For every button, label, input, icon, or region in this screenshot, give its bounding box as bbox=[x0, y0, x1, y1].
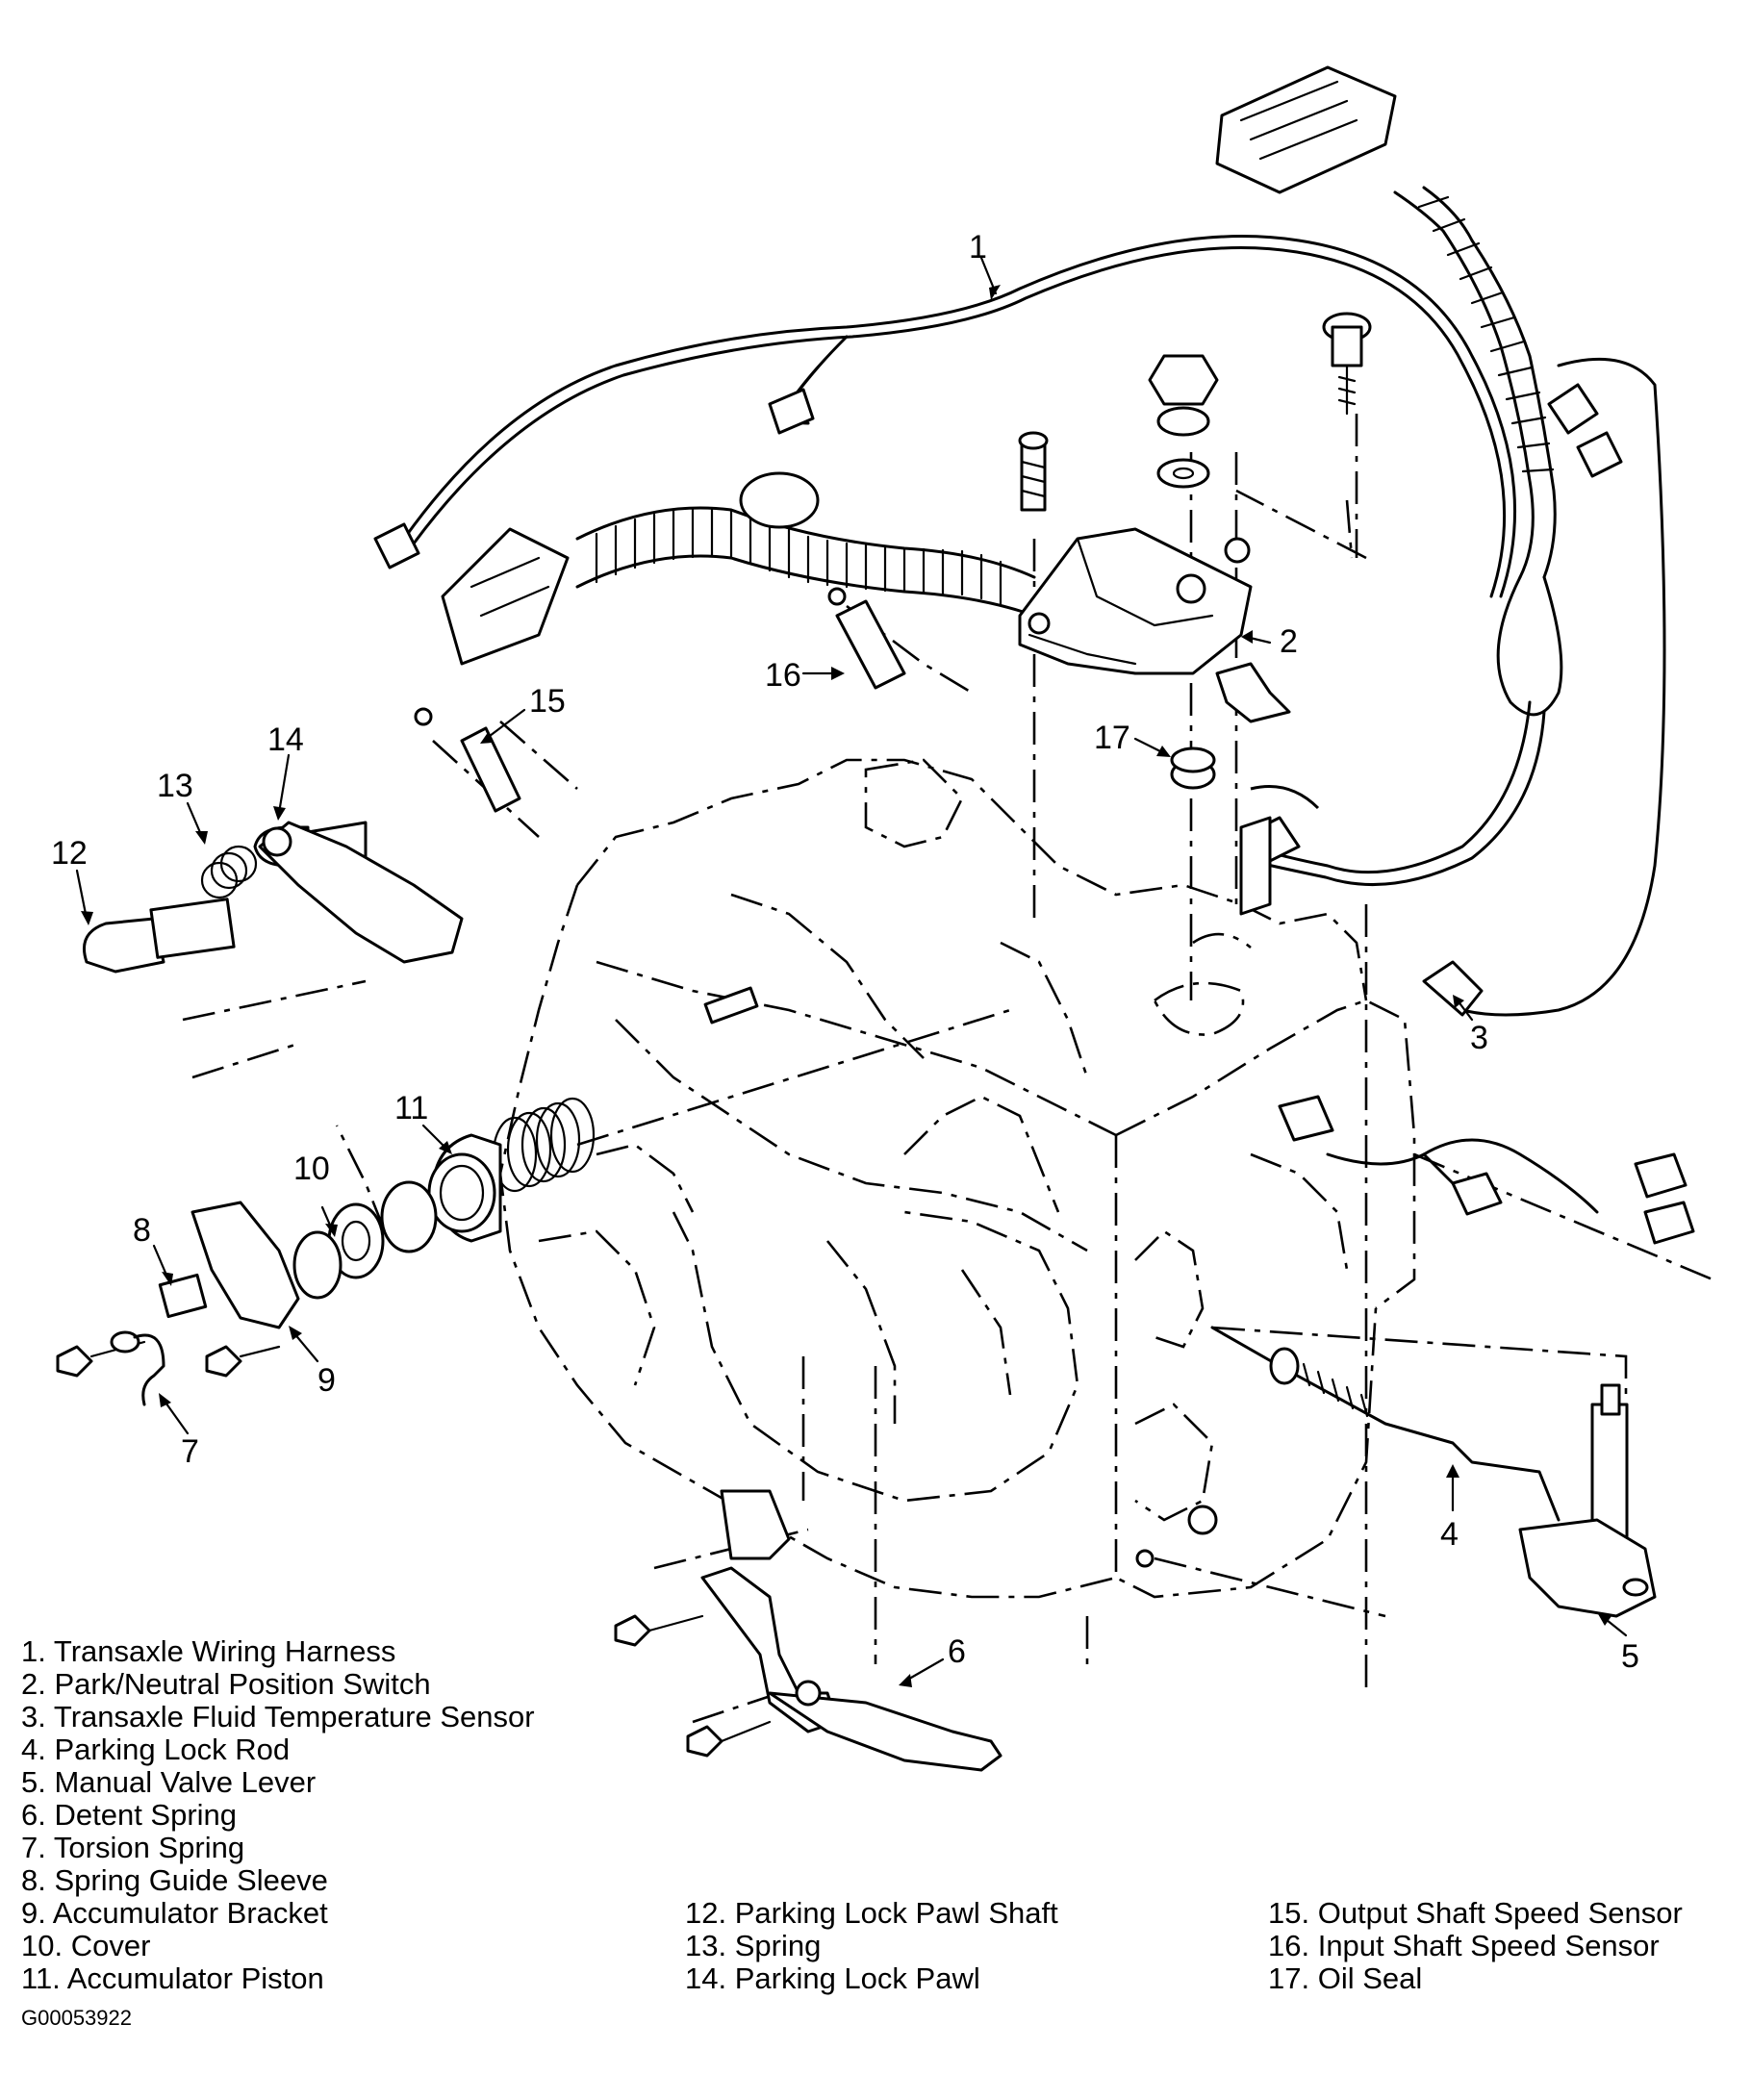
legend-item: 13. Spring bbox=[685, 1929, 822, 1962]
callout-2: 2 bbox=[1280, 623, 1298, 660]
callout-5: 5 bbox=[1621, 1638, 1639, 1675]
leader-lines bbox=[75, 256, 1628, 1687]
accumulator-group bbox=[56, 1097, 596, 1406]
legend-item: 17. Oil Seal bbox=[1268, 1961, 1423, 1995]
wiring-harness bbox=[373, 65, 1695, 1245]
callout-4: 4 bbox=[1440, 1516, 1459, 1553]
legend-item: 14. Parking Lock Pawl bbox=[685, 1961, 980, 1995]
legend-item: 8. Spring Guide Sleeve bbox=[21, 1863, 328, 1897]
legend-item: 7. Torsion Spring bbox=[21, 1831, 245, 1864]
callout-8: 8 bbox=[133, 1212, 151, 1249]
callout-11: 11 bbox=[394, 1090, 429, 1126]
detent-spring-group bbox=[614, 1489, 1002, 1772]
legend-item: 6. Detent Spring bbox=[21, 1798, 238, 1832]
legend-item: 1. Transaxle Wiring Harness bbox=[21, 1634, 396, 1668]
legend-item: 15. Output Shaft Speed Sensor bbox=[1268, 1896, 1683, 1930]
park-neutral-switch bbox=[414, 312, 1484, 1017]
legend-column-2: 12. Parking Lock Pawl Shaft 13. Spring 1… bbox=[685, 1897, 1058, 1995]
legend-column-3: 15. Output Shaft Speed Sensor 16. Input … bbox=[1268, 1897, 1683, 1995]
legend-item: 12. Parking Lock Pawl Shaft bbox=[685, 1896, 1058, 1930]
figure-id: G00053922 bbox=[21, 2006, 132, 2030]
legend-column-1: 1. Transaxle Wiring Harness 2. Park/Neut… bbox=[21, 1635, 535, 1995]
callout-10: 10 bbox=[293, 1151, 330, 1187]
callout-14: 14 bbox=[267, 721, 304, 758]
callout-1: 1 bbox=[969, 229, 987, 266]
parking-lock-rod-and-lever bbox=[1210, 1326, 1657, 1618]
callout-17: 17 bbox=[1094, 720, 1130, 756]
legend-item: 16. Input Shaft Speed Sensor bbox=[1268, 1929, 1660, 1962]
callout-6: 6 bbox=[948, 1633, 966, 1670]
legend-item: 10. Cover bbox=[21, 1929, 151, 1962]
callout-7: 7 bbox=[181, 1433, 199, 1470]
parking-lock-pawl-group bbox=[83, 821, 464, 974]
callout-12: 12 bbox=[51, 835, 88, 872]
callout-9: 9 bbox=[317, 1362, 336, 1399]
legend-item: 9. Accumulator Bracket bbox=[21, 1896, 328, 1930]
callout-13: 13 bbox=[157, 768, 193, 804]
legend-item: 11. Accumulator Piston bbox=[21, 1961, 324, 1995]
callout-3: 3 bbox=[1470, 1020, 1488, 1056]
legend-item: 4. Parking Lock Rod bbox=[21, 1733, 291, 1766]
callout-15: 15 bbox=[529, 683, 566, 720]
legend-item: 5. Manual Valve Lever bbox=[21, 1765, 317, 1799]
legend-item: 3. Transaxle Fluid Temperature Sensor bbox=[21, 1700, 535, 1733]
assembly-lines bbox=[182, 414, 1713, 1724]
transaxle-case bbox=[498, 758, 1416, 1599]
callout-16: 16 bbox=[765, 657, 801, 694]
legend-item: 2. Park/Neutral Position Switch bbox=[21, 1667, 431, 1701]
